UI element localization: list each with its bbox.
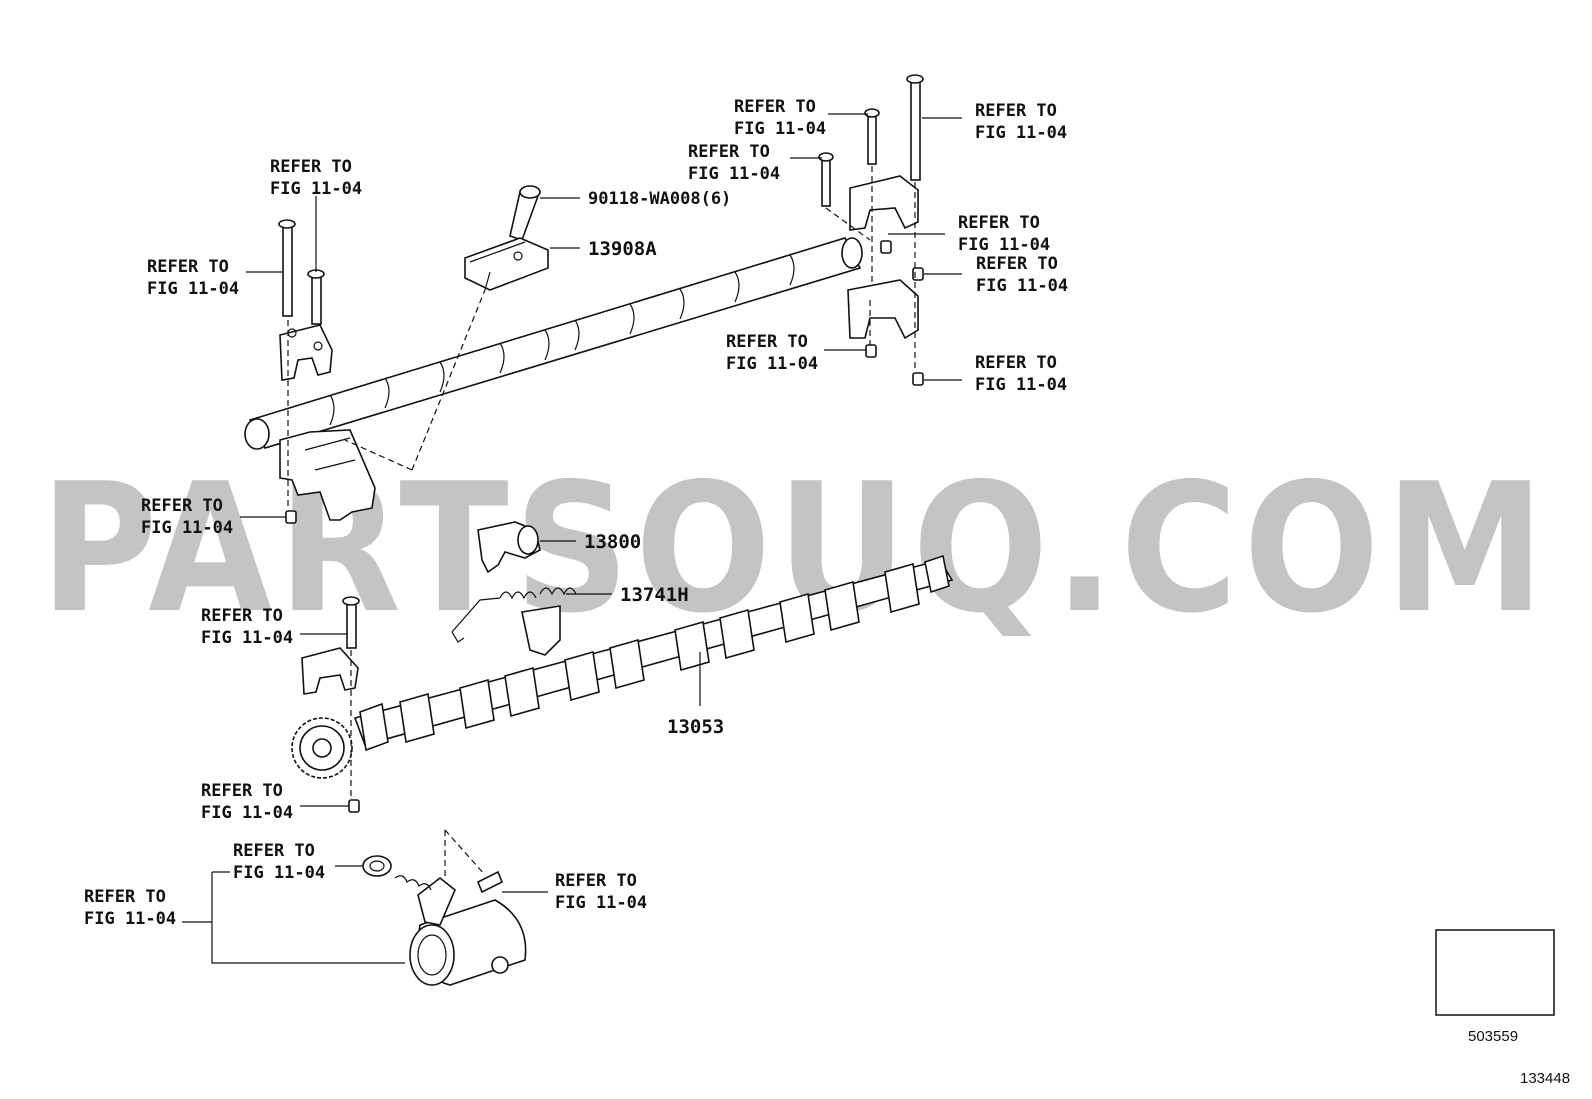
bolt-right-2[interactable] — [864, 108, 880, 165]
leader-lines — [182, 113, 962, 964]
oil-control-valve[interactable] — [362, 855, 527, 986]
svg-text:REFER TO: REFER TO — [726, 332, 808, 352]
svg-text:FIG 11-04: FIG 11-04 — [975, 123, 1067, 143]
lower-camshaft[interactable] — [353, 554, 954, 752]
bracket-13908A[interactable] — [464, 237, 549, 291]
refer-label-right-7: REFER TO FIG 11-04 — [975, 353, 1067, 395]
svg-text:FIG 11-04: FIG 11-04 — [958, 235, 1050, 255]
refer-label-right-6: REFER TO FIG 11-04 — [726, 332, 818, 374]
legend-box-code: 503559 — [1468, 1028, 1518, 1045]
bolt-left-long[interactable] — [278, 219, 296, 317]
refer-label-right-4: REFER TO FIG 11-04 — [958, 213, 1050, 255]
svg-text:FIG 11-04: FIG 11-04 — [734, 119, 826, 139]
bearing-cap-right-upper[interactable] — [849, 175, 919, 231]
svg-text:REFER TO: REFER TO — [975, 101, 1057, 121]
svg-text:FIG 11-04: FIG 11-04 — [233, 863, 325, 883]
svg-text:REFER TO: REFER TO — [688, 142, 770, 162]
refer-label-right-3: REFER TO FIG 11-04 — [975, 101, 1067, 143]
bolt-90118[interactable] — [509, 185, 541, 242]
svg-text:REFER TO: REFER TO — [976, 254, 1058, 274]
svg-text:REFER TO: REFER TO — [958, 213, 1040, 233]
svg-text:FIG 11-04: FIG 11-04 — [976, 276, 1068, 296]
svg-text:FIG 11-04: FIG 11-04 — [201, 628, 293, 648]
legend-box — [1435, 929, 1555, 1016]
part-number-13741H[interactable]: 13741H — [620, 584, 689, 606]
figure-number: 133448 — [1520, 1070, 1570, 1087]
refer-label-right-1: REFER TO FIG 11-04 — [734, 97, 826, 139]
svg-text:REFER TO: REFER TO — [201, 606, 283, 626]
bolt-gear-cap[interactable] — [342, 596, 360, 649]
part-number-13053[interactable]: 13053 — [667, 716, 724, 738]
bolt-right-1[interactable] — [818, 152, 834, 207]
svg-text:FIG 11-04: FIG 11-04 — [201, 803, 293, 823]
alignment-lines — [287, 166, 916, 880]
refer-label-ocv-bolt: REFER TO FIG 11-04 — [555, 871, 647, 913]
svg-text:FIG 11-04: FIG 11-04 — [270, 179, 362, 199]
svg-text:REFER TO: REFER TO — [270, 157, 352, 177]
cam-gear[interactable] — [291, 717, 353, 779]
refer-label-left-top: REFER TO FIG 11-04 — [270, 157, 362, 199]
bolt-left-short[interactable] — [307, 269, 325, 325]
svg-text:REFER TO: REFER TO — [201, 781, 283, 801]
svg-text:REFER TO: REFER TO — [147, 257, 229, 277]
upper-camshaft[interactable] — [244, 237, 863, 450]
svg-text:FIG 11-04: FIG 11-04 — [84, 909, 176, 929]
bolt-right-long[interactable] — [906, 74, 924, 181]
bearing-cap-left-lower[interactable] — [279, 429, 376, 521]
part-number-13800[interactable]: 13800 — [584, 531, 641, 553]
part-number-13908A[interactable]: 13908A — [588, 238, 657, 260]
spring-13741H[interactable] — [451, 587, 577, 656]
svg-text:REFER TO: REFER TO — [555, 871, 637, 891]
svg-text:FIG 11-04: FIG 11-04 — [141, 518, 233, 538]
bearing-cap-gear-side[interactable] — [301, 647, 359, 695]
refer-label-right-5: REFER TO FIG 11-04 — [976, 254, 1068, 296]
part-number-90118[interactable]: 90118-WA008(6) — [588, 189, 731, 209]
svg-text:REFER TO: REFER TO — [975, 353, 1057, 373]
slipper-13800[interactable] — [477, 521, 541, 574]
svg-text:FIG 11-04: FIG 11-04 — [975, 375, 1067, 395]
refer-label-left-mid: REFER TO FIG 11-04 — [147, 257, 239, 299]
svg-text:REFER TO: REFER TO — [233, 841, 315, 861]
svg-text:REFER TO: REFER TO — [84, 887, 166, 907]
svg-text:REFER TO: REFER TO — [141, 496, 223, 516]
refer-label-ocv-ring: REFER TO FIG 11-04 — [233, 841, 325, 883]
refer-label-left-pin: REFER TO FIG 11-04 — [141, 496, 233, 538]
svg-text:FIG 11-04: FIG 11-04 — [555, 893, 647, 913]
refer-label-ocv: REFER TO FIG 11-04 — [84, 887, 176, 929]
svg-text:FIG 11-04: FIG 11-04 — [726, 354, 818, 374]
svg-text:REFER TO: REFER TO — [734, 97, 816, 117]
bearing-cap-right-lower[interactable] — [847, 279, 919, 340]
svg-text:FIG 11-04: FIG 11-04 — [147, 279, 239, 299]
refer-label-gear-bolt: REFER TO FIG 11-04 — [201, 606, 293, 648]
refer-label-gear-pin: REFER TO FIG 11-04 — [201, 781, 293, 823]
bolt-tensioner[interactable] — [476, 870, 504, 894]
svg-text:FIG 11-04: FIG 11-04 — [688, 164, 780, 184]
refer-label-right-2: REFER TO FIG 11-04 — [688, 142, 780, 184]
